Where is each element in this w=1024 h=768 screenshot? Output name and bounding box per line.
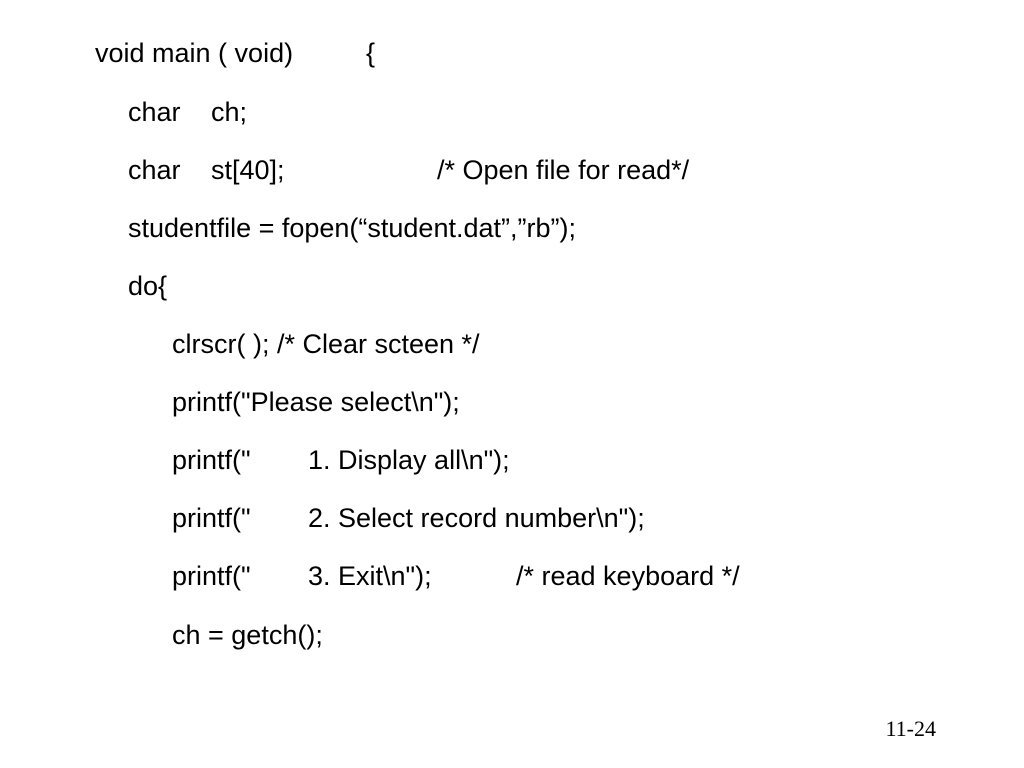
code-text: printf("Please select\n"); xyxy=(172,387,460,417)
code-text: clrscr( ); /* Clear scteen */ xyxy=(172,329,480,359)
code-text: ch = getch(); xyxy=(172,620,323,650)
code-line: studentfile = fopen(“student.dat”,”rb”); xyxy=(128,212,576,244)
code-text: { xyxy=(366,38,376,68)
code-comment: /* Open file for read*/ xyxy=(437,155,690,185)
code-text: st[40]; xyxy=(211,155,285,185)
code-text: ch; xyxy=(211,97,248,127)
code-text: void main ( void) xyxy=(95,38,294,68)
code-line: clrscr( ); /* Clear scteen */ xyxy=(172,328,480,360)
code-line: printf(" 2. Select record number\n"); xyxy=(172,502,645,534)
code-line: char ch; xyxy=(128,96,247,128)
code-line: char st[40]; /* Open file for read*/ xyxy=(128,154,689,186)
code-text: studentfile = fopen(“student.dat”,”rb”); xyxy=(128,213,576,243)
code-comment: /* read keyboard */ xyxy=(516,561,740,591)
code-text: do{ xyxy=(128,271,168,301)
code-line: printf(" 3. Exit\n"); /* read keyboard *… xyxy=(172,560,740,592)
code-line: void main ( void) { xyxy=(95,37,375,69)
code-line: do{ xyxy=(128,270,167,302)
code-text: 2. Select record number\n"); xyxy=(308,503,645,533)
code-text: 3. Exit\n"); xyxy=(308,561,432,591)
code-text: char xyxy=(128,155,181,185)
code-line: printf("Please select\n"); xyxy=(172,386,460,418)
code-line: printf(" 1. Display all\n"); xyxy=(172,444,510,476)
code-text: printf(" xyxy=(172,503,251,533)
page-number: 11-24 xyxy=(885,716,936,741)
code-text: printf(" xyxy=(172,561,251,591)
code-text: printf(" xyxy=(172,445,251,475)
code-text: 1. Display all\n"); xyxy=(308,445,510,475)
code-line: ch = getch(); xyxy=(172,619,323,651)
code-text: char xyxy=(128,97,181,127)
